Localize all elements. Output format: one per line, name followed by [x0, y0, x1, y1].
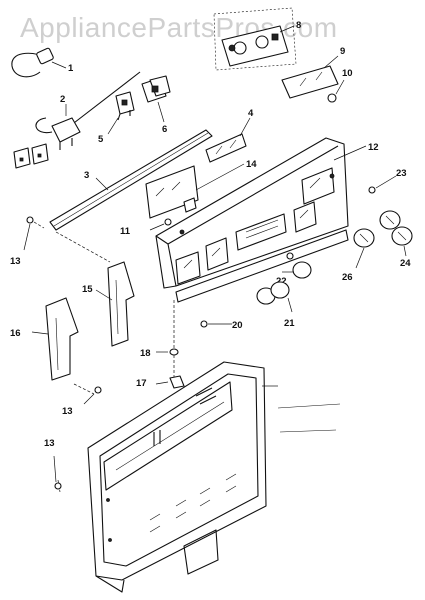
- part-8-clock-box: [213, 7, 297, 71]
- callout-10: 10: [342, 68, 353, 79]
- callout-12: 12: [368, 142, 379, 153]
- part-21-knob: [282, 252, 312, 279]
- callout-1: 1: [68, 63, 74, 74]
- part-22-screw: [368, 175, 397, 194]
- part-2-thermostat: [13, 71, 141, 169]
- part-14-screw-c: [53, 455, 62, 490]
- callout-8: 8: [296, 20, 301, 31]
- part-16-side-bracket: [31, 297, 79, 381]
- callout-5: 6: [162, 124, 167, 135]
- part-23-knobs: [379, 210, 413, 257]
- callout-18: 18: [140, 348, 151, 359]
- part-14-screw-b: [83, 386, 102, 405]
- part-5-switch: [141, 75, 171, 123]
- part-3-trim-strip: [49, 129, 213, 231]
- callout-14-b: 13: [62, 406, 73, 417]
- callout-14-a: 13: [10, 256, 21, 267]
- callout-2: 2: [60, 94, 65, 105]
- align-line: [55, 231, 111, 263]
- part-18-spacer: [156, 348, 179, 356]
- callout-15: 15: [82, 284, 93, 295]
- part-1-harness: [11, 47, 67, 78]
- part-6-bracket: [205, 117, 251, 163]
- part-12-control-panel: [155, 137, 367, 303]
- callout-21: 22: [276, 276, 287, 287]
- callout-24: 26: [342, 272, 353, 283]
- part-9-lens: [281, 55, 339, 99]
- callout-16: 16: [10, 328, 21, 339]
- callout-17: 17: [136, 378, 147, 389]
- callout-6: 4: [248, 108, 254, 119]
- part-26-back-panel: [87, 361, 278, 593]
- rule-line: [277, 403, 341, 409]
- part-20-knobs: [256, 281, 293, 313]
- align-line: [33, 221, 45, 229]
- callout-13: 14: [246, 159, 257, 170]
- callout-4: 5: [98, 134, 104, 145]
- part-14-screw-a: [23, 216, 34, 251]
- part-17-clip: [155, 375, 185, 389]
- part-10-knob: [327, 79, 345, 103]
- part-11-screw: [149, 218, 172, 231]
- callout-14-c: 13: [44, 438, 55, 449]
- part-19-clip: [200, 320, 232, 328]
- part-13-panel: [145, 163, 245, 219]
- callout-9: 9: [340, 46, 345, 57]
- part-4-switch: [107, 91, 135, 135]
- align-line: [73, 383, 95, 395]
- part-24-knob: [353, 228, 375, 269]
- watermark-text: AppliancePartsPros.com: [20, 12, 338, 43]
- rule-line: [279, 429, 337, 433]
- callout-23: 24: [400, 258, 411, 269]
- callout-20: 21: [284, 318, 295, 329]
- callout-19: 20: [232, 320, 243, 331]
- part-15-side-bracket: [95, 261, 135, 347]
- callout-11: 11: [120, 226, 131, 237]
- callout-22: 23: [396, 168, 407, 179]
- callout-3: 3: [84, 170, 89, 181]
